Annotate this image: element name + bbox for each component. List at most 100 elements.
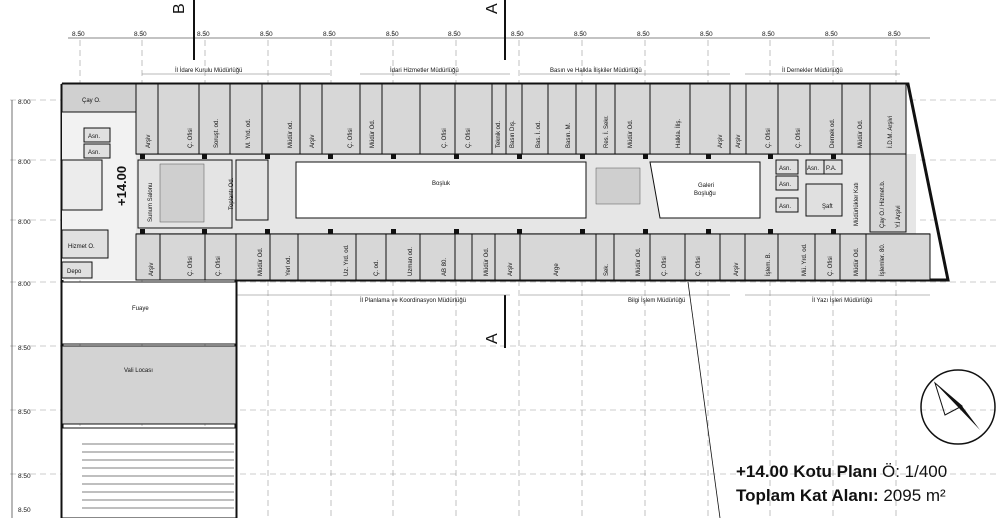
room-label: Halkla. İliş.	[675, 119, 682, 148]
dept-label: İl Planlama ve Koordinasyon Müdürlüğü	[360, 297, 466, 304]
room-label: Sek.	[604, 264, 610, 276]
top-dim: 8.50	[511, 31, 524, 38]
top-dim: 8.50	[637, 31, 650, 38]
left-dim: 8.00	[18, 219, 31, 226]
room-label: Ç. Ofisi	[766, 128, 772, 148]
room-label: Arşiv	[146, 135, 152, 148]
void-label: Boşluk	[432, 181, 451, 187]
room-label: Ç. od.	[374, 260, 380, 276]
room-label: Şaft	[822, 204, 833, 210]
room-label: Dernek od.	[830, 118, 836, 148]
room-label: Ç. Ofisi	[216, 256, 222, 276]
ramp-line	[687, 281, 721, 518]
room-label: Ç. Ofisi	[348, 128, 354, 148]
room-label: Müdür Od.	[636, 247, 642, 276]
room-label: Asn.	[88, 134, 100, 140]
room-label: Arşiv	[149, 263, 155, 276]
room-label: Basın. M.	[566, 122, 572, 148]
room-label: Uz. Yrd. od.	[344, 244, 350, 276]
room-label: Basın Dış.	[510, 120, 516, 148]
room-label: İ.D.M. Arşivi	[887, 116, 894, 148]
right-core: Asn. Asn. Asn. Asn. P.A. Şaft Müdürlükle…	[775, 153, 907, 233]
section-a-bottom: A	[484, 333, 501, 344]
room-label: Ç. Ofisi	[662, 256, 668, 276]
room-label: Müdür Od.	[854, 247, 860, 276]
room-label: Arge	[554, 263, 560, 276]
room-label: Arşiv	[310, 135, 316, 148]
room-label: Mü. Yrd. od.	[802, 243, 808, 276]
room-label: Ç. Ofisi	[796, 128, 802, 148]
room-label: Res. İ. Sekr.	[603, 115, 610, 148]
dept-label: İdari Hizmetler Müdürlüğü	[390, 67, 459, 74]
room-label: Ç. Ofisi	[188, 128, 194, 148]
room-label: Asn.	[779, 166, 791, 172]
room-label: Arşiv	[508, 263, 514, 276]
dept-label: Bilgi İşlem Müdürlüğü	[628, 297, 685, 304]
section-a-top: A	[484, 3, 501, 14]
foyer-auditorium: Fuaye Vali Locası	[61, 281, 237, 518]
top-dim: 8.50	[323, 31, 336, 38]
left-dim: 8.50	[18, 473, 31, 480]
top-office-row	[135, 83, 907, 155]
room-label: Asn.	[779, 204, 791, 210]
room-label: Çay O./ Hizmet.b.	[880, 180, 886, 228]
dept-label: İl İdare Kurulu Müdürlüğü	[175, 67, 242, 74]
top-room-labels: Arşiv Ç. Ofisi Soruşt. od. M. Yrd. od. M…	[146, 115, 894, 148]
room-label: Depo	[67, 269, 82, 275]
room-label: Fuaye	[132, 306, 149, 312]
room-label: Müdür Od.	[858, 119, 864, 148]
void-label: Boşluğu	[694, 191, 716, 197]
left-dim: 8.50	[18, 409, 31, 416]
left-dim: 8.00	[18, 159, 31, 166]
top-dimension-line: 8.50 8.50 8.50 8.50 8.50 8.50 8.50 8.50 …	[68, 31, 930, 39]
bottom-room-labels: Arşiv Ç. Ofisi Ç. Ofisi Müdür Od. Yerl o…	[149, 243, 886, 276]
left-service-block: Çay O. Asn. Asn. +14.00 Hizmet O. Depo	[61, 83, 137, 279]
room-label: Müdür Od.	[258, 247, 264, 276]
void-labels: Boşluk Galeri Boşluğu	[432, 167, 716, 205]
north-arrow-icon	[920, 369, 996, 445]
room-label: Asn.	[88, 150, 100, 156]
top-dim: 8.50	[72, 31, 85, 38]
top-dim: 8.50	[197, 31, 210, 38]
room-label: P.A.	[826, 166, 837, 172]
room-label: Arşiv	[734, 263, 740, 276]
top-dim: 8.50	[762, 31, 775, 38]
department-labels: İl İdare Kurulu Müdürlüğü İdari Hizmetle…	[142, 67, 930, 304]
left-dim: 8.00	[18, 99, 31, 106]
room-label: Uzman od.	[408, 247, 414, 276]
left-dimension-line: 8.00 8.00 8.00 8.00 8.50 8.50 8.50 8.50	[11, 99, 31, 518]
top-dim: 8.50	[134, 31, 147, 38]
room-label: Yerl od.	[286, 256, 292, 276]
room-label: Müdür Od.	[628, 119, 634, 148]
room-label: Ç. Ofisi	[188, 256, 194, 276]
level-label: +14.00	[114, 166, 129, 206]
room-label: Ç. Ofisi	[442, 128, 448, 148]
dept-label: İl Yazı İşleri Müdürlüğü	[812, 297, 872, 304]
room-label: Vali Locası	[124, 368, 153, 374]
room-label: Asn.	[807, 166, 819, 172]
top-dim: 8.50	[260, 31, 273, 38]
room-label: İşlemler. 80.	[879, 243, 886, 276]
meeting-rooms: Sunum Salonu Toplantı Od.	[137, 159, 269, 229]
room-label: Ç. Ofisi	[696, 256, 702, 276]
room-label: Çay O.	[82, 98, 101, 104]
room-label: Soruşt. od.	[214, 119, 220, 148]
room-label: M. Yrd. od.	[246, 118, 252, 148]
room-label: Y.İ Arşivi	[895, 205, 902, 228]
dept-label: Basın ve Halkla İlişkiler Müdürlüğü	[550, 67, 642, 74]
room-label: Müdür od.	[288, 121, 294, 148]
left-dim: 8.50	[18, 507, 31, 514]
section-b-top: B	[171, 3, 188, 14]
title-block: +14.00 Kotu Planı Ö: 1/400 Toplam Kat Al…	[736, 460, 1000, 508]
void-label: Galeri	[698, 183, 714, 189]
top-dim: 8.50	[574, 31, 587, 38]
room-label: Hizmet O.	[68, 244, 95, 250]
top-dim: 8.50	[888, 31, 901, 38]
top-dim: 8.50	[448, 31, 461, 38]
room-label: Toplantı Od.	[229, 177, 235, 210]
room-label: Ç. Ofisi	[828, 256, 834, 276]
top-dim: 8.50	[700, 31, 713, 38]
room-label: Arşiv	[736, 135, 742, 148]
structural-columns	[140, 154, 836, 234]
